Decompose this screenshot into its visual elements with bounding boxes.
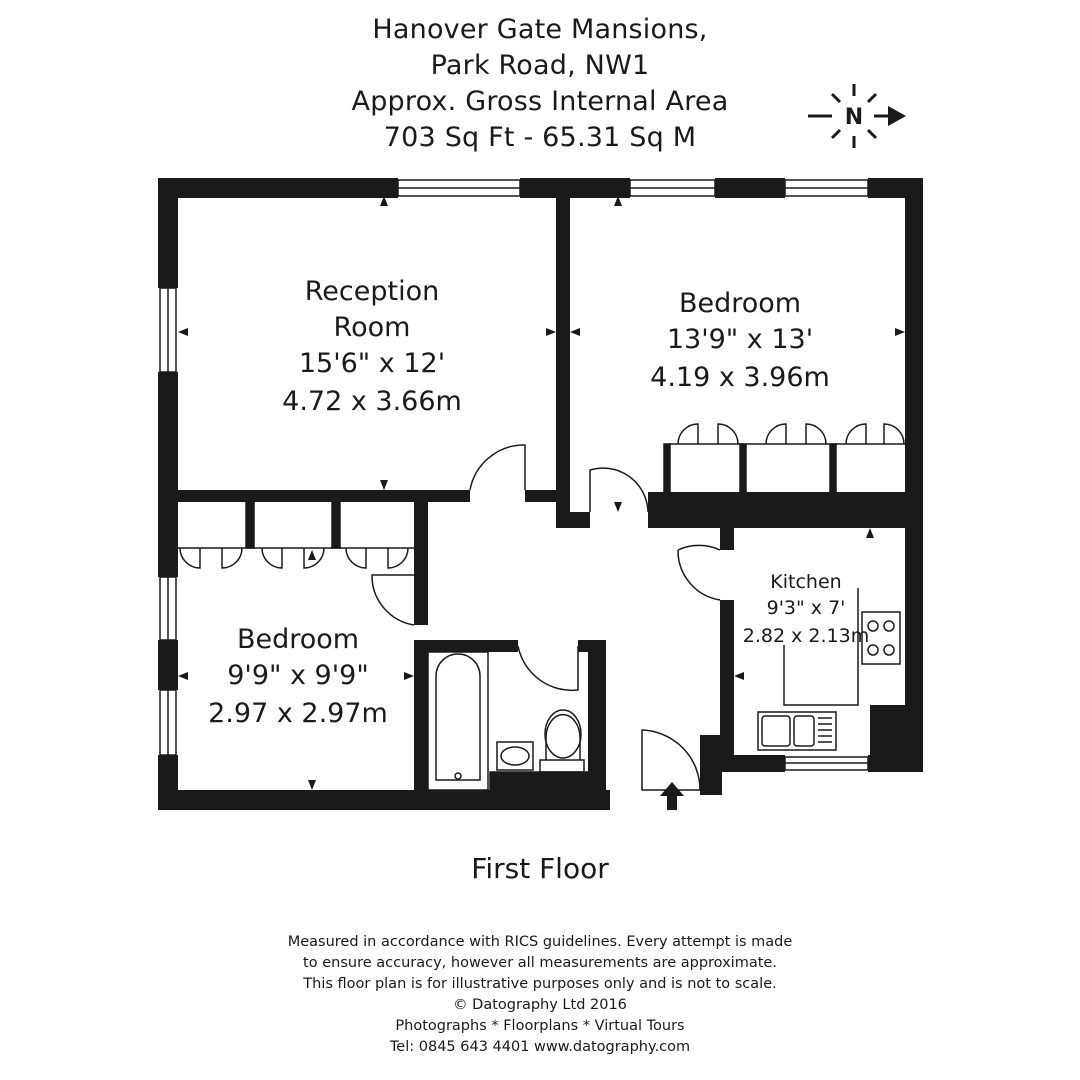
floor-name: First Floor <box>471 852 609 885</box>
room-name: Bedroom <box>679 288 801 319</box>
contact-line: Tel: 0845 643 4401 www.datography.com <box>389 1039 691 1055</box>
bathroom-fittings <box>427 651 591 791</box>
room-kitchen: Kitchen 9'3" x 7' 2.82 x 2.13m <box>743 571 869 647</box>
interior-walls <box>170 190 908 795</box>
kitchen-fittings <box>757 588 901 751</box>
bedroom-wardrobes <box>663 423 905 493</box>
windows <box>159 179 869 771</box>
room-size-metric: 2.97 x 2.97m <box>208 698 388 729</box>
compass-north-letter: N <box>845 105 863 130</box>
services-line: Photographs * Floorplans * Virtual Tours <box>395 1018 685 1034</box>
room-size-imperial: 15'6" x 12' <box>299 348 445 379</box>
area-heading: Approx. Gross Internal Area <box>351 86 729 117</box>
compass-icon <box>808 84 906 148</box>
entrance-arrow-icon <box>660 782 684 810</box>
property-address: Park Road, NW1 <box>430 50 650 81</box>
room-bedroom-1: Bedroom 13'9" x 13' 4.19 x 3.96m <box>650 288 830 393</box>
room-size-imperial: 9'9" x 9'9" <box>227 660 369 691</box>
room-reception: Reception Room 15'6" x 12' 4.72 x 3.66m <box>282 276 462 417</box>
room-name: Bedroom <box>237 624 359 655</box>
room-size-imperial: 13'9" x 13' <box>667 324 813 355</box>
room-size-metric: 4.19 x 3.96m <box>650 362 830 393</box>
exterior-walls <box>158 178 923 810</box>
room-size-imperial: 9'3" x 7' <box>767 597 846 619</box>
disclaimer-line-3: This floor plan is for illustrative purp… <box>303 976 777 992</box>
room-bedroom-2: Bedroom 9'9" x 9'9" 2.97 x 2.97m <box>208 624 388 729</box>
property-name: Hanover Gate Mansions, <box>372 14 708 45</box>
room-name: Kitchen <box>770 571 841 593</box>
room-size-metric: 4.72 x 3.66m <box>282 386 462 417</box>
doors <box>371 444 721 791</box>
room-name: Reception <box>305 276 439 307</box>
dimension-markers <box>178 196 905 790</box>
room-name-line2: Room <box>334 312 411 343</box>
disclaimer-line-1: Measured in accordance with RICS guideli… <box>287 934 793 950</box>
area-value: 703 Sq Ft - 65.31 Sq M <box>383 122 697 153</box>
disclaimer-line-2: to ensure accuracy, however all measurem… <box>303 955 777 971</box>
room-size-metric: 2.82 x 2.13m <box>743 625 869 647</box>
bedroom-two-wardrobes <box>178 499 414 569</box>
copyright: © Datography Ltd 2016 <box>453 997 627 1013</box>
